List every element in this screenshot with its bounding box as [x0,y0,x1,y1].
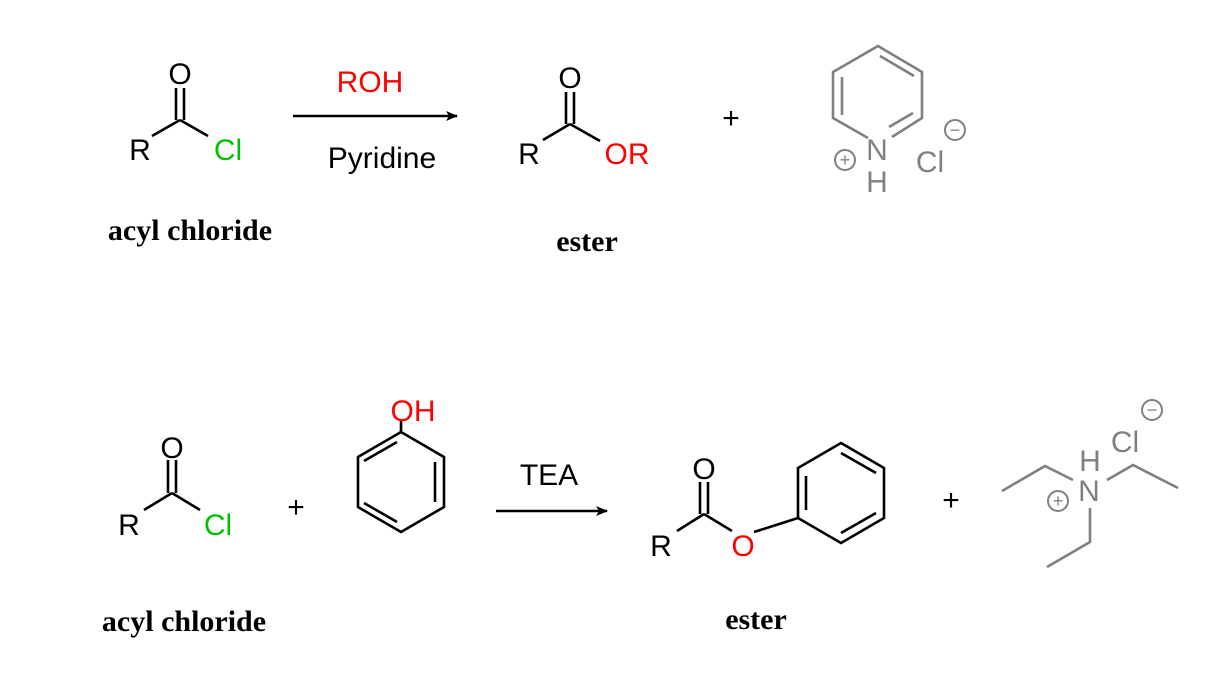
atom-R: R [129,134,151,167]
svg-text:−: − [950,120,961,140]
compound-label: ester [725,603,787,636]
compound-label: acyl chloride [108,214,272,247]
atom-Cl: Cl [916,146,944,179]
pyridinium-chloride: N H + Cl − [831,44,966,199]
plus-sign: + [287,491,305,524]
svg-text:+: + [840,150,851,170]
negative-charge-icon [944,119,966,141]
atom-R: R [650,530,672,563]
reagent-pyridine: Pyridine [328,142,436,175]
group-OR: OR [605,138,650,171]
reaction-arrow-2: TEA [496,459,608,516]
atom-Cl: Cl [204,509,232,542]
atom-O: O [168,58,191,91]
svg-text:+: + [1053,491,1064,511]
phenol: OH [356,395,446,534]
acyl-chloride-2: O R Cl acyl chloride [102,432,266,638]
atom-N: N [1078,475,1100,508]
positive-charge-icon [834,149,856,171]
atom-O-ester: O [731,530,754,563]
atom-O: O [692,453,715,486]
acyl-chloride-1: O R Cl acyl chloride [108,58,272,247]
atom-H: H [866,166,888,199]
atom-H: H [1079,445,1101,478]
triethylammonium-chloride: N H + Cl − [1001,399,1179,569]
positive-charge-icon [1047,490,1069,512]
atom-R: R [118,509,140,542]
plus-sign: + [942,484,960,517]
atom-O: O [558,62,581,95]
group-OH: OH [391,395,436,428]
compound-label: acyl chloride [102,605,266,638]
svg-text:−: − [1147,400,1158,420]
reagent-tea: TEA [520,459,578,492]
atom-Cl: Cl [1111,426,1139,459]
phenyl-ester: O R O ester [650,441,886,636]
negative-charge-icon [1141,399,1163,421]
atom-R: R [518,138,540,171]
reagent-roh: ROH [337,66,404,99]
atom-Cl: Cl [214,134,242,167]
atom-N: N [866,134,888,167]
ester-1: O R OR ester [518,62,649,258]
reaction-arrow-1: ROH Pyridine [293,66,458,175]
atom-O: O [160,432,183,465]
plus-sign: + [722,102,740,135]
compound-label: ester [556,225,618,258]
